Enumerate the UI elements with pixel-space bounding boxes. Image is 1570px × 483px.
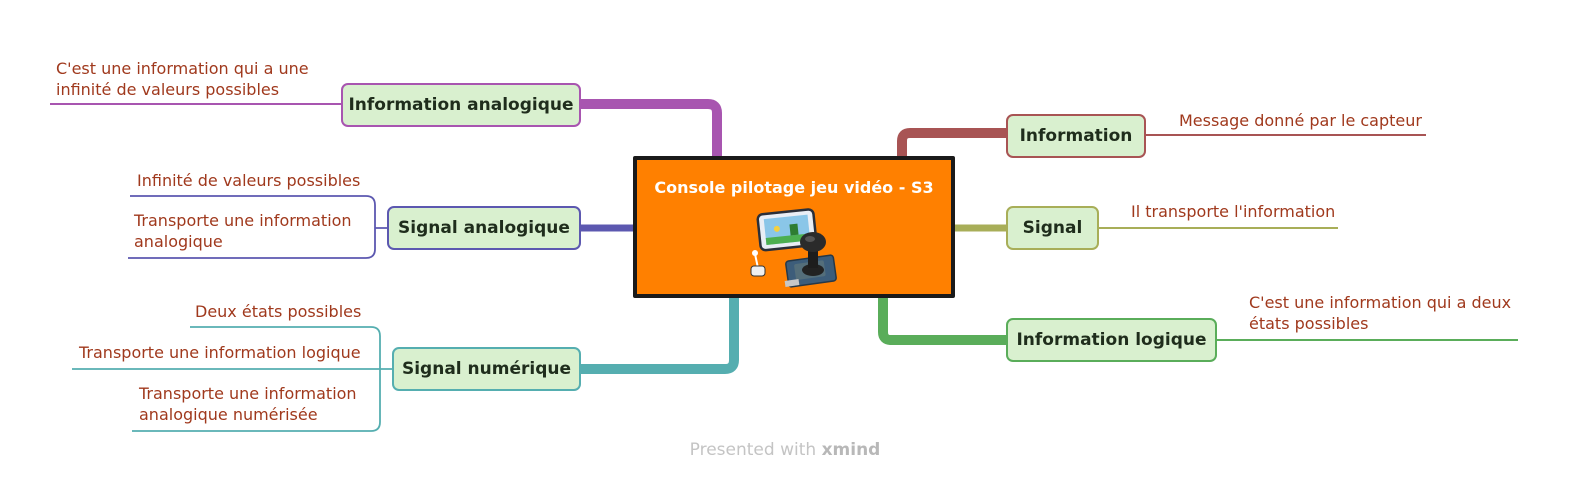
connector-information-logique <box>878 298 1008 345</box>
topic-information-logique[interactable]: Information logique <box>1006 318 1217 362</box>
leaf-signal-analogique-1[interactable]: Infinité de valeurs possibles <box>137 171 361 190</box>
leaf-signal-numerique-1[interactable]: Deux états possibles <box>195 302 362 321</box>
topic-information[interactable]: Information <box>1006 114 1146 158</box>
leaf-signal-1[interactable]: Il transporte l'information <box>1131 202 1336 221</box>
bracket-signal-analogique <box>128 195 388 259</box>
presented-with-footer: Presented with xmind <box>0 440 1570 460</box>
leaf-signal-analogique-2-line-1[interactable]: Transporte une information <box>134 211 352 230</box>
connector-information <box>897 128 1008 157</box>
leaf-information-logique-line-2[interactable]: états possibles <box>1249 314 1369 333</box>
topic-signal[interactable]: Signal <box>1006 206 1099 250</box>
leaf-information-analogique-line-2[interactable]: infinité de valeurs possibles <box>56 80 280 99</box>
game-console-joystick-icon <box>750 208 837 288</box>
leaf-information-logique-line-1[interactable]: C'est une information qui a deux <box>1249 293 1512 312</box>
leaf-information-1[interactable]: Message donné par le capteur <box>1179 111 1422 130</box>
leaf-signal-analogique-2-line-2[interactable]: analogique <box>134 232 223 251</box>
connector-signal-numerique <box>580 298 739 374</box>
xmind-logo[interactable]: xmind <box>821 440 881 460</box>
topic-signal-numerique[interactable]: Signal numérique <box>392 347 581 391</box>
leaf-signal-numerique-3-line-2[interactable]: analogique numérisée <box>139 405 318 424</box>
bracket-signal-numerique <box>72 326 393 432</box>
leaf-signal-numerique-3-line-1[interactable]: Transporte une information <box>139 384 357 403</box>
topic-information-analogique[interactable]: Information analogique <box>341 83 581 127</box>
topic-signal-analogique[interactable]: Signal analogique <box>387 206 581 250</box>
footer-prefix: Presented with <box>689 440 817 460</box>
leaf-information-analogique-line-1[interactable]: C'est une information qui a une <box>56 59 309 78</box>
leaf-signal-numerique-2[interactable]: Transporte une information logique <box>79 343 361 362</box>
central-topic-title: Console pilotage jeu vidéo - S3 <box>654 178 934 197</box>
connector-information-analogique <box>580 99 722 157</box>
central-topic[interactable]: Console pilotage jeu vidéo - S3 <box>633 156 955 298</box>
